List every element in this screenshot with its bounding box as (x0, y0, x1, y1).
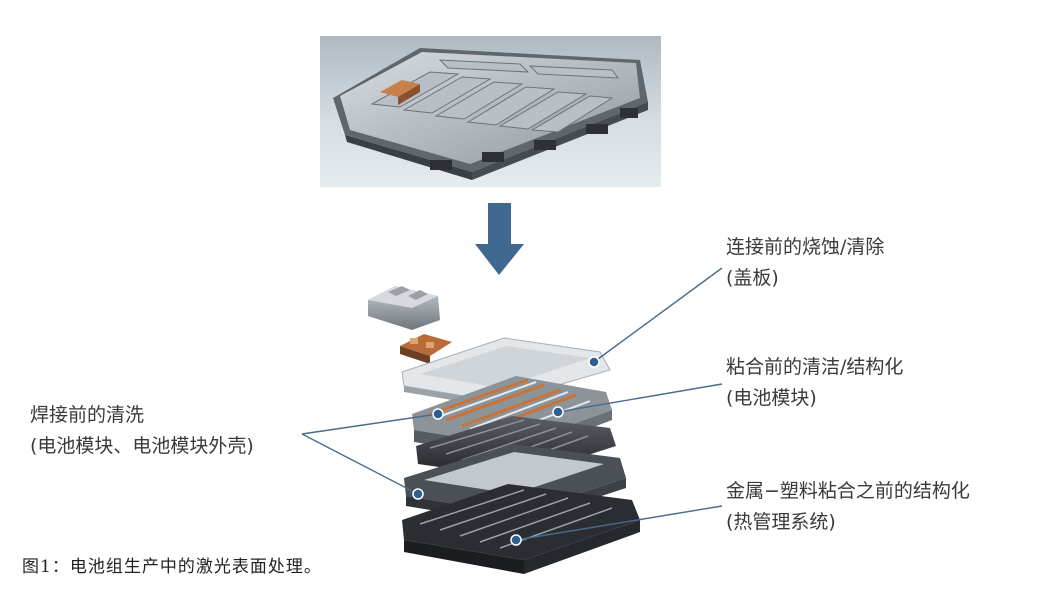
callout-label-module: 粘合前的清洁/结构化 (电池模块) (726, 352, 903, 414)
callout-line-thermal (515, 505, 723, 541)
callout-module-line2: (电池模块) (726, 387, 817, 409)
callout-label-cover: 连接前的烧蚀/清除 (盖板) (726, 232, 884, 294)
callout-dot-thermal (510, 534, 522, 546)
junction-box (368, 286, 440, 330)
battery-pack-photo (320, 36, 661, 187)
callout-thermal-line1: 金属−塑料粘合之前的结构化 (726, 480, 970, 502)
callout-dot-weld-bottom (412, 488, 424, 500)
callout-cover-line1: 连接前的烧蚀/清除 (726, 236, 885, 258)
callout-cover-line2: (盖板) (726, 267, 779, 289)
callout-dot-weld-top (432, 408, 444, 420)
callout-dot-cover (588, 356, 600, 368)
callout-line-weld-top (301, 413, 439, 435)
callout-line-module (557, 383, 723, 413)
bms-electronics (400, 334, 452, 364)
cover-plate (401, 337, 611, 408)
callout-thermal-line2: (热管理系统) (726, 511, 836, 533)
callout-lines (301, 267, 723, 541)
callout-weld-line1: 焊接前的清洗 (30, 404, 145, 426)
callout-dot-module (552, 406, 564, 418)
callout-line-weld-bottom (301, 433, 419, 495)
exploded-battery-view (368, 286, 640, 574)
thermal-management-plate (402, 484, 640, 574)
callout-label-thermal: 金属−塑料粘合之前的结构化 (热管理系统) (726, 476, 970, 538)
callout-weld-line2: (电池模块、电池模块外壳) (30, 435, 254, 457)
callout-line-cover (593, 267, 723, 363)
figure-caption: 图1：电池组生产中的激光表面处理。 (22, 557, 322, 577)
callout-dots (412, 356, 600, 546)
callout-module-line1: 粘合前的清洁/结构化 (726, 356, 904, 378)
down-arrow-icon (475, 203, 524, 275)
callout-label-weld: 焊接前的清洗 (电池模块、电池模块外壳) (30, 400, 254, 462)
